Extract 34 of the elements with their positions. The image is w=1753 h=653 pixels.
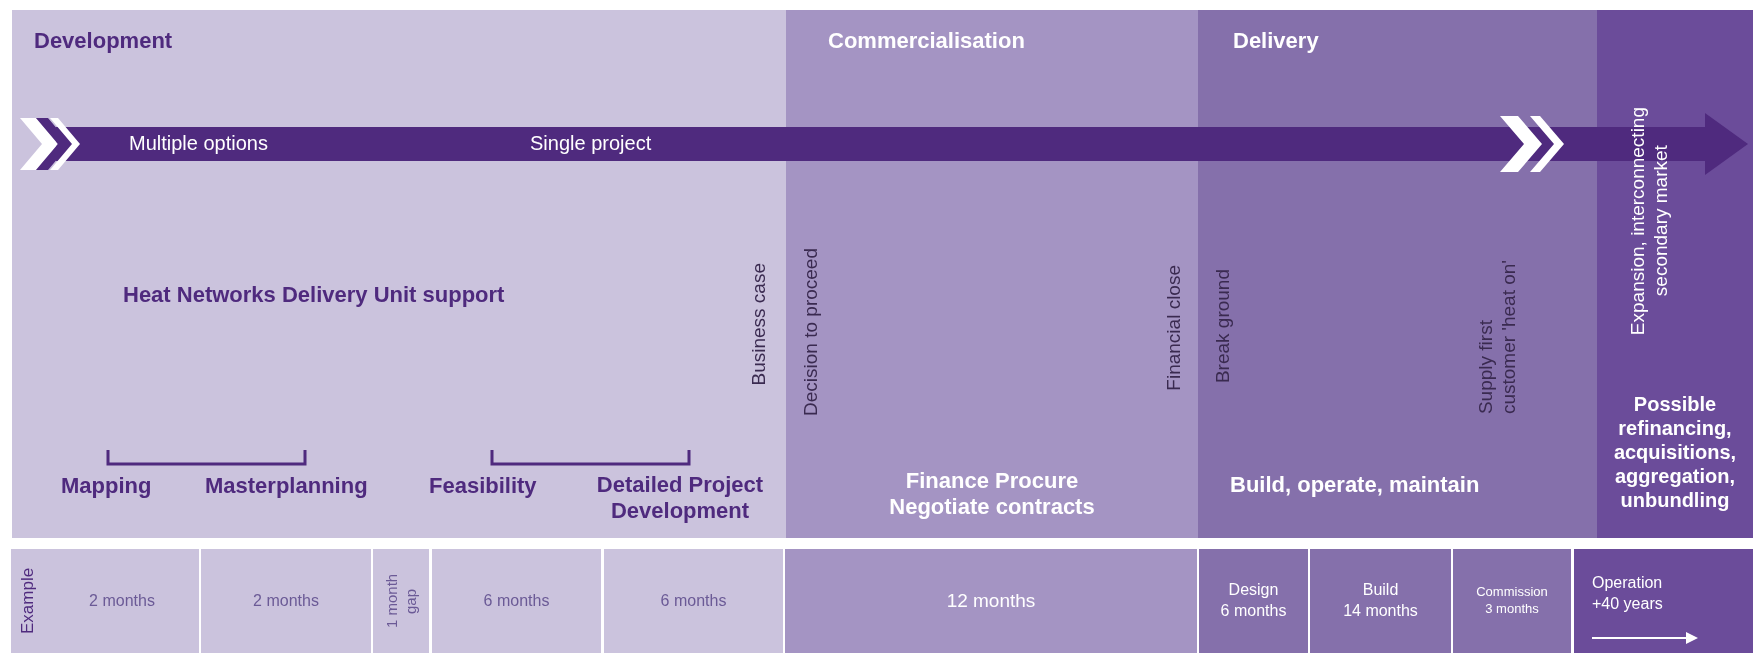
duration-cell: 6 months [432, 549, 601, 653]
phase-heading: Commercialisation [828, 28, 1025, 55]
duration-cell: 1 month gap [373, 549, 429, 653]
duration-cell: Build 14 months [1310, 549, 1451, 653]
milestone-label: Decision to proceed [800, 248, 822, 416]
milestone-label: Break ground [1212, 268, 1234, 383]
duration-cell: 12 months [785, 549, 1197, 653]
duration-cell: Example [11, 549, 45, 653]
phase-panel [1597, 10, 1753, 538]
duration-cell: 2 months [45, 549, 199, 653]
phase-panel [12, 10, 786, 538]
stage-label: Mapping [61, 473, 152, 500]
milestone-label: Supply first customer 'heat on' [1475, 259, 1520, 414]
duration-cell: Design 6 months [1199, 549, 1308, 653]
phase-panel [786, 10, 1198, 538]
duration-cell: Commission 3 months [1453, 549, 1571, 653]
milestone-label: Business case [748, 263, 770, 386]
stage-label: Multiple options [129, 131, 268, 155]
phase-description: Heat Networks Delivery Unit support [123, 282, 505, 309]
phase-heading: Development [34, 28, 173, 55]
duration-cell: 6 months [604, 549, 783, 653]
stage-label: Masterplanning [205, 473, 368, 500]
stage-label: Single project [530, 131, 652, 155]
phase-description: Finance Procure Negotiate contracts [888, 468, 1096, 521]
milestone-label: Expansion, interconnecting secondary market [1627, 106, 1672, 335]
stage-label: Feasibility [429, 473, 537, 500]
milestone-label: Financial close [1163, 265, 1185, 391]
stage-label: Detailed Project Development [595, 472, 765, 525]
duration-cell: 2 months [201, 549, 371, 653]
phase-heading: Delivery [1233, 28, 1319, 55]
duration-cell: Operation +40 years [1574, 549, 1753, 653]
phase-description: Build, operate, maintain [1230, 472, 1480, 499]
phase-description: Possible refinancing, acquisitions, aggregation, unbundling [1612, 392, 1738, 512]
phase-panel [1198, 10, 1597, 538]
